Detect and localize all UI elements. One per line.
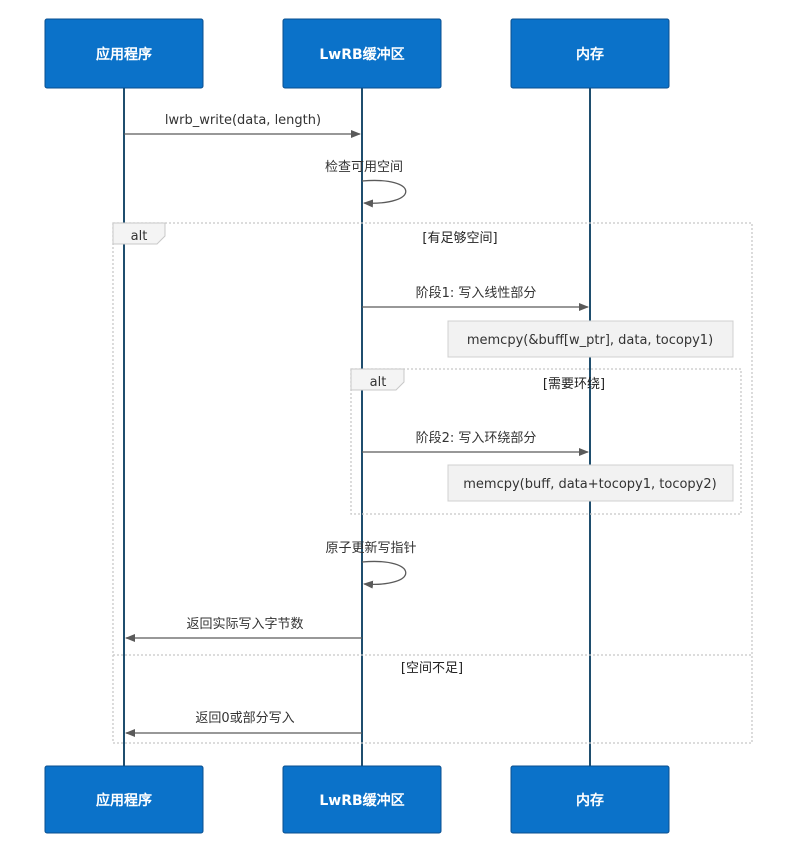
note-memcpy-linear: memcpy(&buff[w_ptr], data, tocopy1) xyxy=(447,320,734,358)
fragment-inner-condition: [需要环绕] xyxy=(543,377,605,392)
note-text: memcpy(buff, data+tocopy1, tocopy2) xyxy=(463,477,716,492)
message-check-space: 检查可用空间 xyxy=(325,160,407,208)
participant-label: 内存 xyxy=(576,46,604,63)
participant-app-top: 应用程序 xyxy=(44,18,204,89)
message-update-pointer: 原子更新写指针 xyxy=(325,540,417,589)
fragment-outer-condition: [有足够空间] xyxy=(422,231,497,246)
participant-label: LwRB缓冲区 xyxy=(319,792,404,809)
participant-label: 应用程序 xyxy=(96,792,152,809)
participant-mem-top: 内存 xyxy=(510,18,670,89)
fragment-outer-alt: alt [有足够空间] [空间不足] xyxy=(112,222,753,744)
note-memcpy-wrap: memcpy(buff, data+tocopy1, tocopy2) xyxy=(447,464,734,502)
message-label: 阶段1: 写入线性部分 xyxy=(416,286,537,301)
fragment-outer-else-condition: [空间不足] xyxy=(401,661,463,676)
participant-lwrb-top: LwRB缓冲区 xyxy=(282,18,442,89)
message-label: 返回0或部分写入 xyxy=(195,711,294,726)
message-return-partial: 返回0或部分写入 xyxy=(125,711,362,737)
message-label: lwrb_write(data, length) xyxy=(165,113,321,128)
message-label: 阶段2: 写入环绕部分 xyxy=(416,431,537,446)
participant-label: 应用程序 xyxy=(96,46,152,63)
message-label: 检查可用空间 xyxy=(325,160,403,175)
message-phase1: 阶段1: 写入线性部分 xyxy=(362,286,589,311)
message-phase2: 阶段2: 写入环绕部分 xyxy=(362,431,589,456)
fragment-inner-keyword: alt xyxy=(370,375,387,390)
fragment-outer-keyword: alt xyxy=(131,229,148,244)
message-return-written: 返回实际写入字节数 xyxy=(125,617,362,642)
message-label: 返回实际写入字节数 xyxy=(186,617,303,632)
self-message-loop xyxy=(361,179,407,208)
fragment-inner-alt: alt [需要环绕] xyxy=(350,368,742,515)
self-message-loop xyxy=(361,560,407,589)
participant-label: LwRB缓冲区 xyxy=(319,46,404,63)
message-write-call: lwrb_write(data, length) xyxy=(124,113,361,138)
message-label: 原子更新写指针 xyxy=(325,540,416,556)
participant-mem-bottom: 内存 xyxy=(510,765,670,834)
participant-lwrb-bottom: LwRB缓冲区 xyxy=(282,765,442,834)
note-text: memcpy(&buff[w_ptr], data, tocopy1) xyxy=(467,333,713,348)
participant-app-bottom: 应用程序 xyxy=(44,765,204,834)
participant-label: 内存 xyxy=(576,792,604,809)
